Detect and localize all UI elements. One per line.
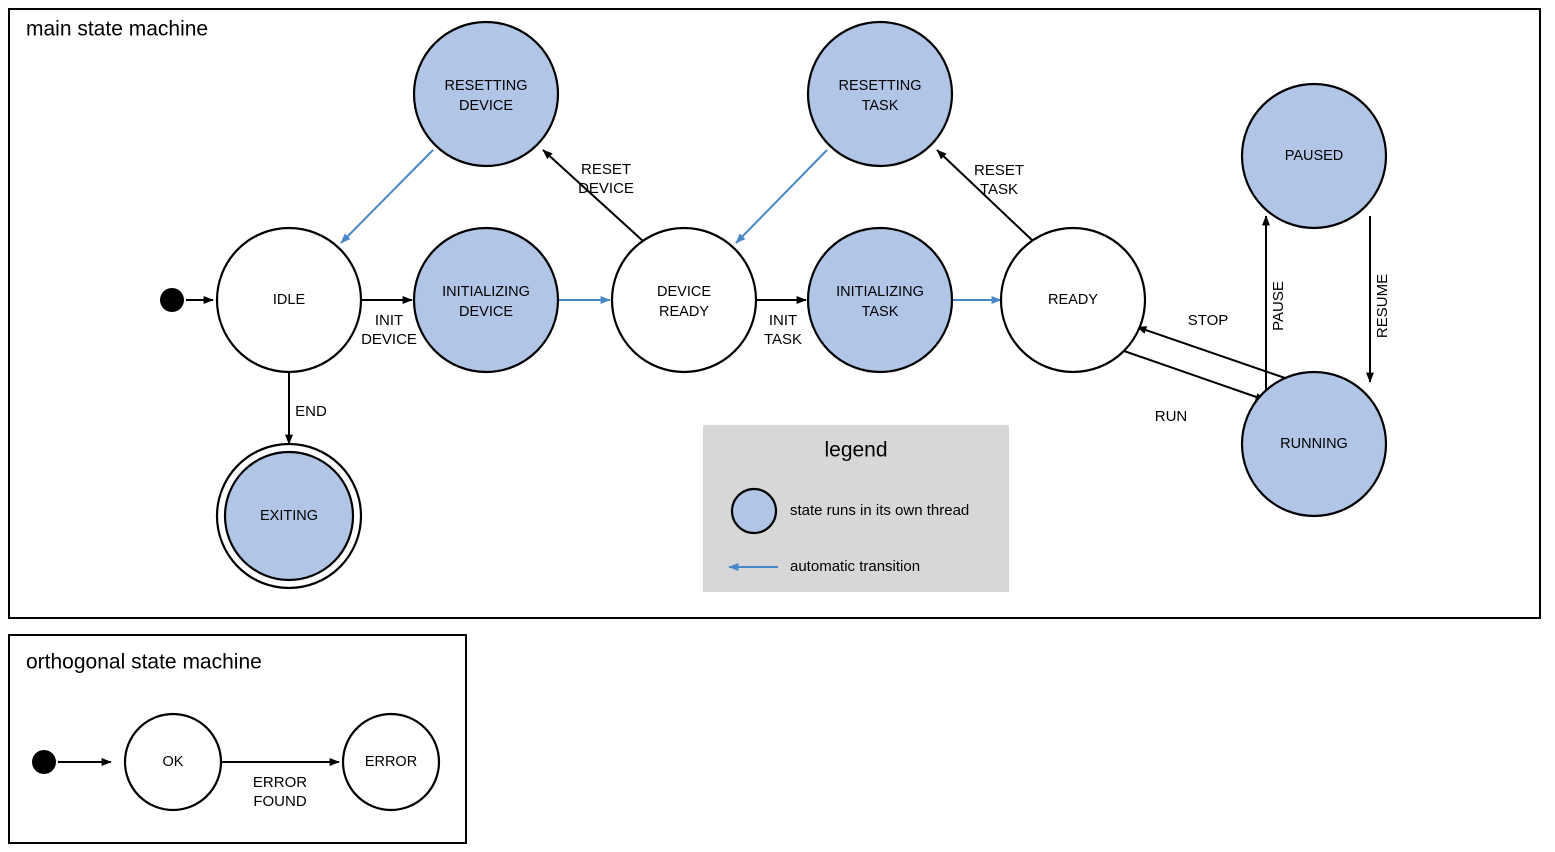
- transition-label-resume: RESUME: [1374, 274, 1391, 338]
- orthogonal-transitions: ERROR FOUND: [58, 758, 340, 810]
- state-resetting-task-label-line2: TASK: [862, 98, 899, 114]
- transition-label-end: END: [295, 403, 327, 420]
- state-ready-shape[interactable]: [999, 226, 1147, 374]
- legend-auto-transition-text: automatic transition: [790, 558, 920, 575]
- transition-label-reset-task-line2: TASK: [980, 181, 1018, 198]
- state-idle[interactable]: IDLE: [215, 226, 363, 374]
- transition-label-run: RUN: [1155, 408, 1188, 425]
- transition-resetting-task-to-device-ready[interactable]: [735, 149, 828, 244]
- main-frame-title: main state machine: [26, 18, 208, 41]
- state-exiting-label: EXITING: [260, 508, 318, 524]
- state-running-shape[interactable]: [1240, 370, 1388, 518]
- transition-label-stop: STOP: [1188, 312, 1229, 329]
- state-running-label: RUNNING: [1280, 436, 1348, 452]
- state-paused[interactable]: PAUSED: [1240, 82, 1388, 230]
- legend: legend state runs in its own thread auto…: [703, 425, 1009, 592]
- main-transitions: INIT DEVICE RESET DEVICE INIT TASK RESET…: [186, 149, 1391, 445]
- main-frame-border: [8, 8, 1541, 619]
- initial-pseudostate-orthogonal[interactable]: [32, 750, 56, 774]
- orthogonal-states: OK ERROR: [32, 712, 441, 812]
- state-device-ready-label-line1: DEVICE: [657, 284, 711, 300]
- state-exiting[interactable]: EXITING: [215, 442, 363, 590]
- transition-resetting-device-to-idle[interactable]: [340, 149, 434, 244]
- state-ok-shape[interactable]: [123, 712, 223, 812]
- transition-label-init-task-line2: TASK: [764, 331, 802, 348]
- state-initializing-device[interactable]: INITIALIZING DEVICE: [412, 226, 560, 374]
- state-resetting-device[interactable]: RESETTING DEVICE: [412, 20, 560, 168]
- state-resetting-task-shape[interactable]: [806, 20, 954, 168]
- transition-label-reset-device-line2: DEVICE: [578, 180, 634, 197]
- state-idle-shape[interactable]: [215, 226, 363, 374]
- transition-ready-to-running[interactable]: [1123, 350, 1266, 401]
- state-resetting-device-label-line1: RESETTING: [445, 78, 528, 94]
- state-error-shape[interactable]: [341, 712, 441, 812]
- state-ok-label: OK: [163, 754, 184, 770]
- state-initializing-device-shape[interactable]: [412, 226, 560, 374]
- initial-pseudostate-main[interactable]: [160, 288, 184, 312]
- transition-label-pause: PAUSE: [1270, 281, 1287, 331]
- state-device-ready[interactable]: DEVICE READY: [610, 226, 758, 374]
- state-exiting-shape[interactable]: [223, 450, 355, 582]
- state-paused-label: PAUSED: [1285, 148, 1344, 164]
- main-state-machine-frame: main state machine: [8, 8, 1541, 619]
- state-running[interactable]: RUNNING: [1240, 370, 1388, 518]
- state-error[interactable]: ERROR: [341, 712, 441, 812]
- legend-thread-state-text: state runs in its own thread: [790, 502, 969, 519]
- state-ready-label: READY: [1048, 292, 1098, 308]
- state-resetting-device-shape[interactable]: [412, 20, 560, 168]
- state-ready[interactable]: READY: [999, 226, 1147, 374]
- transition-label-reset-device-line1: RESET: [581, 161, 631, 178]
- state-device-ready-shape[interactable]: [610, 226, 758, 374]
- state-resetting-task[interactable]: RESETTING TASK: [806, 20, 954, 168]
- legend-thread-state-icon: [730, 487, 778, 535]
- transition-label-error-found-line2: FOUND: [253, 793, 306, 810]
- transition-running-to-ready[interactable]: [1136, 326, 1286, 379]
- transition-label-error-found-line1: ERROR: [253, 774, 307, 791]
- state-resetting-task-label-line1: RESETTING: [839, 78, 922, 94]
- state-error-label: ERROR: [365, 754, 417, 770]
- state-idle-label: IDLE: [273, 292, 306, 308]
- transition-device-ready-to-resetting-device[interactable]: [542, 149, 644, 242]
- state-initializing-task-label-line1: INITIALIZING: [836, 284, 924, 300]
- legend-title: legend: [824, 439, 887, 462]
- transition-label-init-device-line2: DEVICE: [361, 331, 417, 348]
- main-states: IDLE RESETTING DEVICE INITIALIZING DEVIC…: [160, 20, 1388, 590]
- state-device-ready-label-line2: READY: [659, 304, 709, 320]
- state-initializing-task-shape[interactable]: [806, 226, 954, 374]
- state-paused-shape[interactable]: [1240, 82, 1388, 230]
- transition-label-init-device-line1: INIT: [375, 312, 403, 329]
- orthogonal-state-machine-frame: orthogonal state machine: [8, 634, 467, 844]
- transition-ready-to-resetting-task[interactable]: [936, 149, 1034, 242]
- state-initializing-device-label-line1: INITIALIZING: [442, 284, 530, 300]
- state-resetting-device-label-line2: DEVICE: [459, 98, 513, 114]
- transition-label-init-task-line1: INIT: [769, 312, 797, 329]
- state-initializing-task-label-line2: TASK: [862, 304, 899, 320]
- state-initializing-device-label-line2: DEVICE: [459, 304, 513, 320]
- transition-label-reset-task-line1: RESET: [974, 162, 1024, 179]
- orthogonal-frame-border: [8, 634, 467, 844]
- state-initializing-task[interactable]: INITIALIZING TASK: [806, 226, 954, 374]
- state-ok[interactable]: OK: [123, 712, 223, 812]
- orthogonal-frame-title: orthogonal state machine: [26, 651, 262, 674]
